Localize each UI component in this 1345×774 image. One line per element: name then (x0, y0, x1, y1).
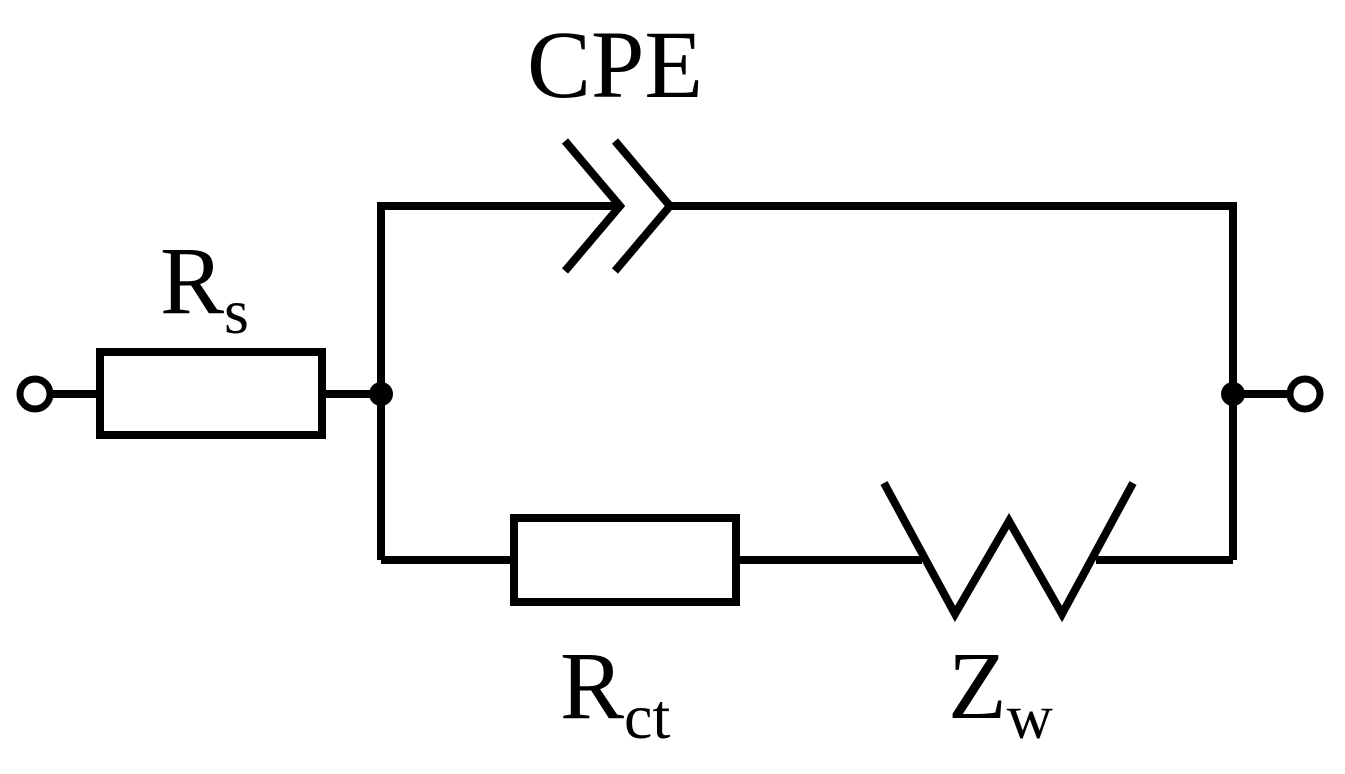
top-branch-wire (670, 202, 1237, 560)
rct-resistor (510, 514, 740, 606)
rs-label-main: R (160, 227, 224, 334)
zw-label: Zw (948, 632, 1053, 752)
zw-label-main: Z (948, 632, 1007, 739)
output-terminal (1286, 375, 1324, 413)
input-terminal (16, 375, 54, 413)
cpe-label: CPE (527, 11, 703, 118)
rct-label-main: R (560, 632, 624, 739)
rs-resistor (96, 348, 326, 439)
zw-label-subscript: w (1007, 681, 1053, 752)
rct-label-subscript: ct (624, 681, 670, 752)
rs-label-subscript: s (224, 276, 249, 347)
cpe-element-left-plate (561, 138, 626, 274)
rs-label: Rs (160, 227, 249, 347)
warburg-element (880, 481, 1137, 623)
rct-label: Rct (560, 632, 670, 752)
left-branch-wire (377, 202, 620, 560)
